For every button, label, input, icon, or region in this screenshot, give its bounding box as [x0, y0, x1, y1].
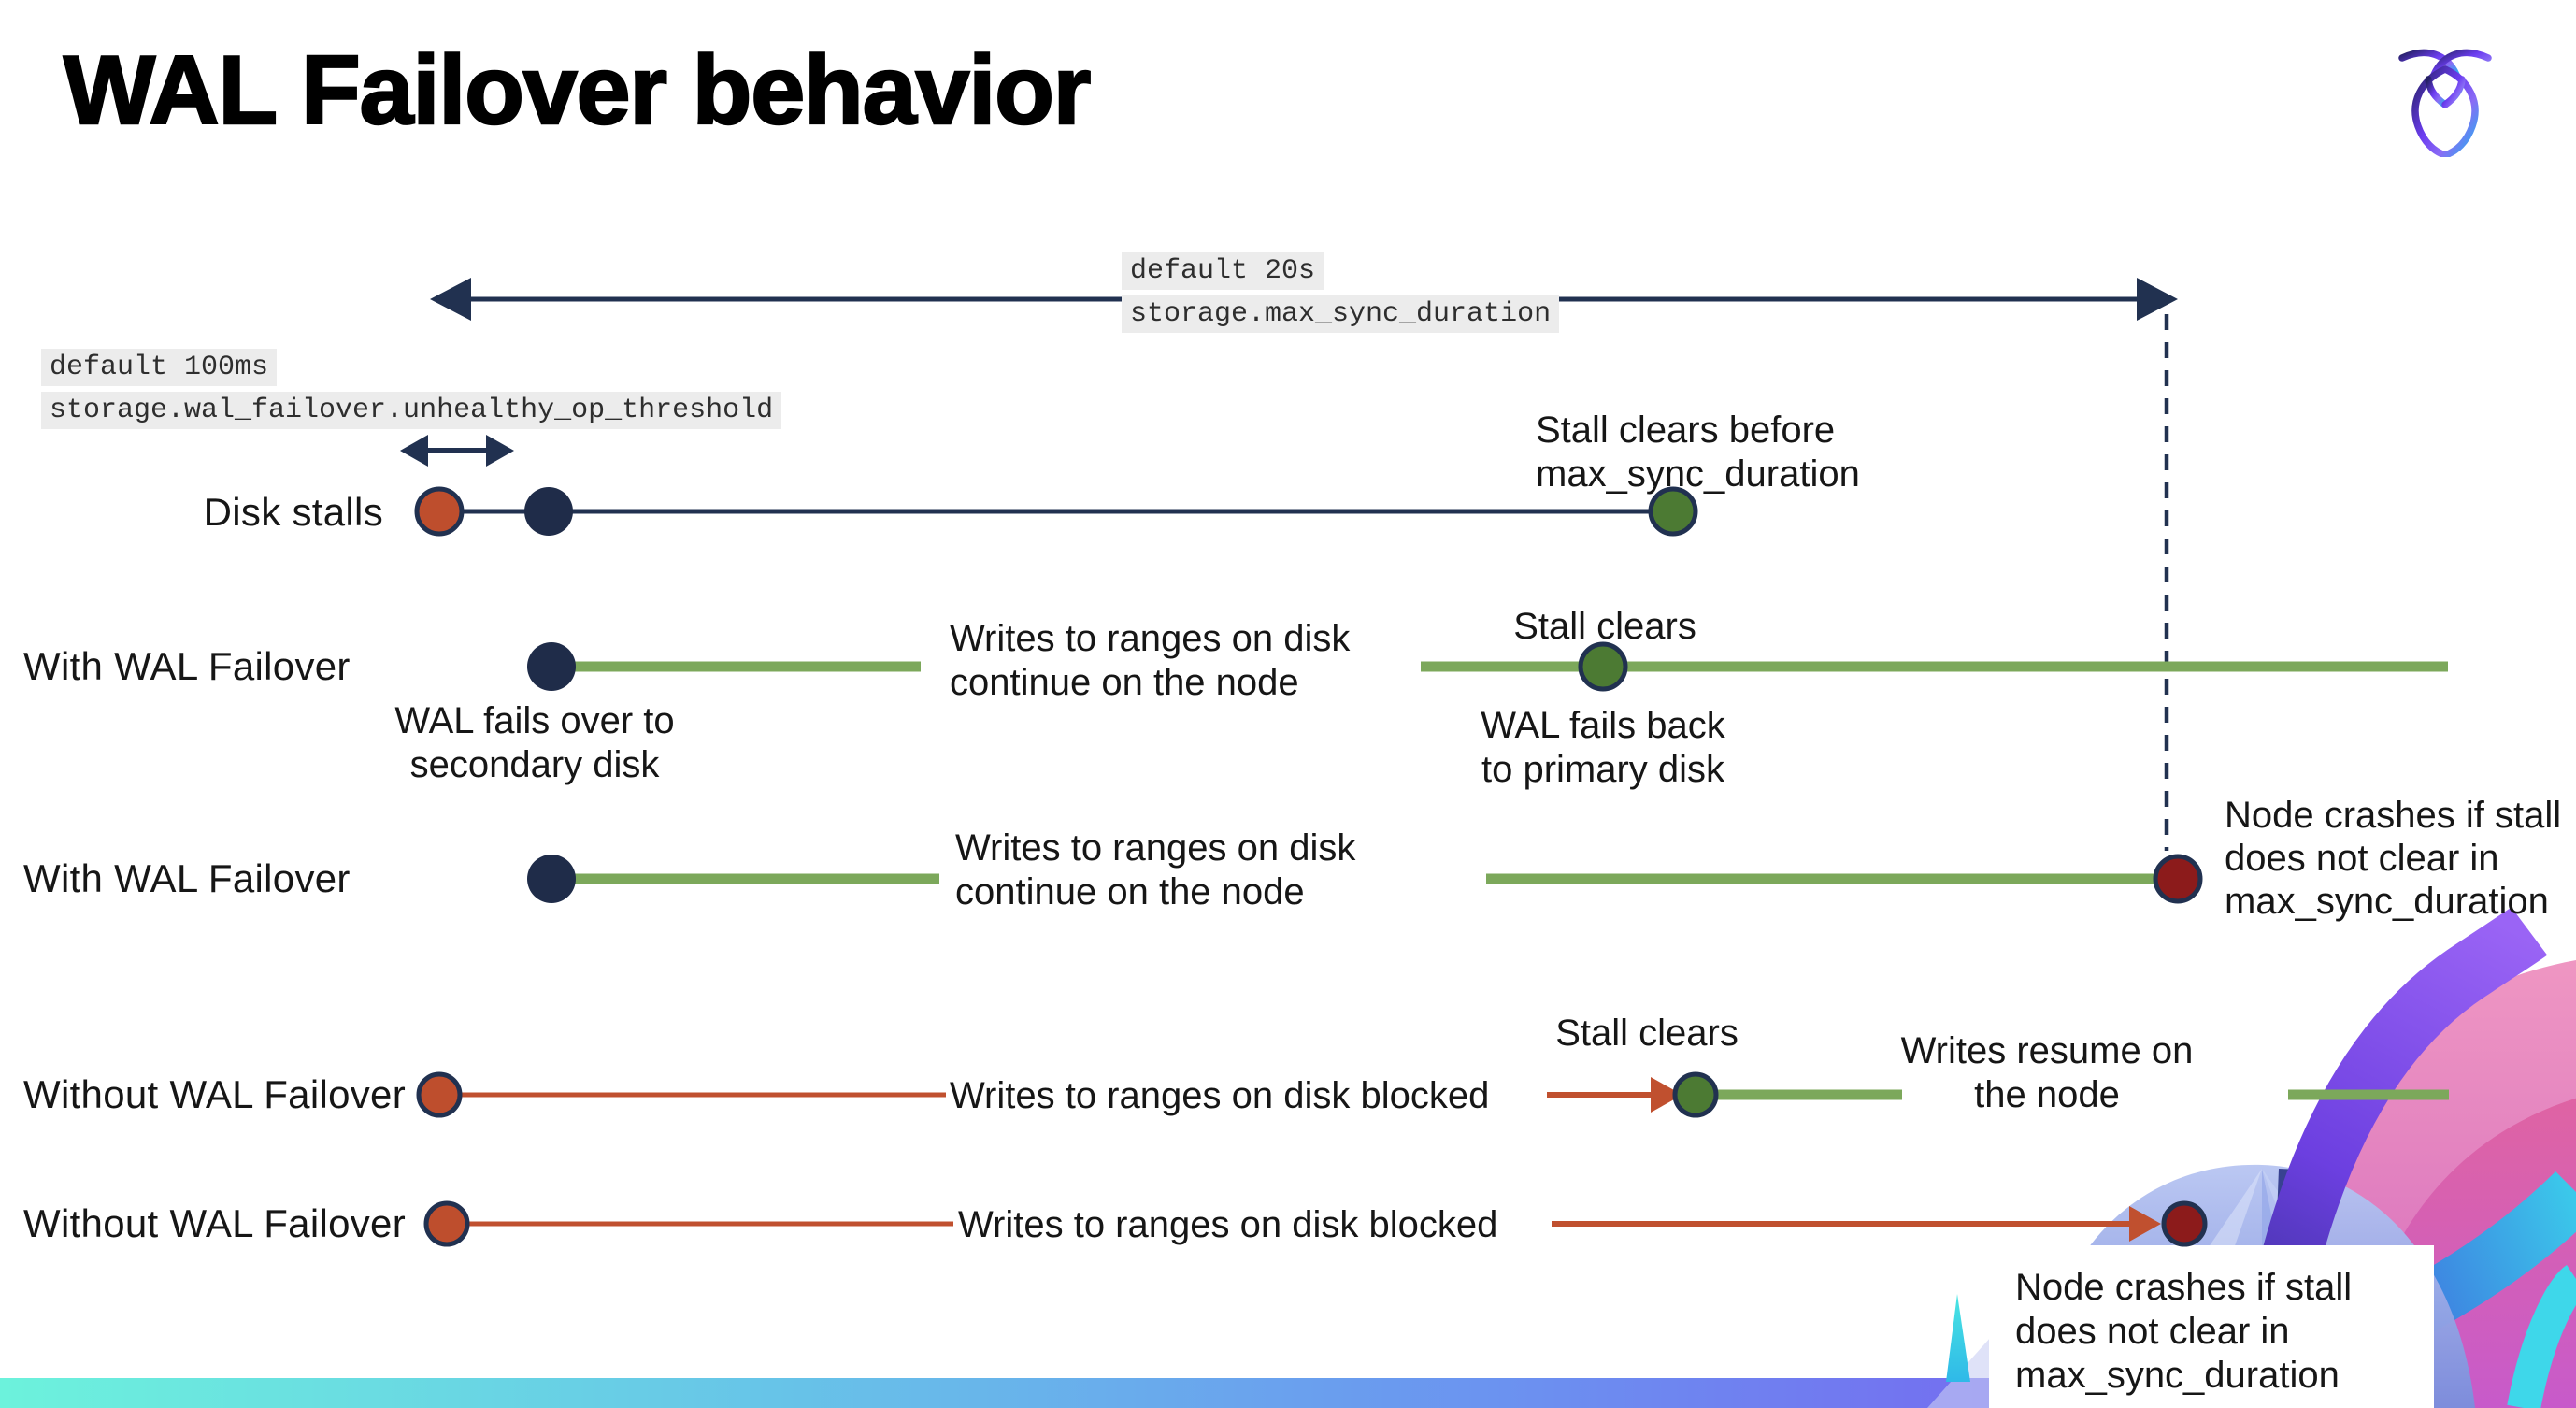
node-crash-dot [2161, 1200, 2208, 1247]
page-title: WAL Failover behavior [63, 36, 1093, 147]
max-sync-setting-name: storage.max_sync_duration [1122, 295, 1560, 333]
row-with-failover-clears-timeline [527, 641, 2448, 692]
threshold-reached-dot [524, 487, 573, 536]
writes-blocked-label-row5: Writes to ranges on disk blocked [958, 1204, 1498, 1245]
disk-stall-start-dot [414, 486, 465, 537]
row-disk-stalls-timeline [414, 486, 1698, 537]
threshold-setting-name: storage.wal_failover.unhealthy_op_thresh… [41, 392, 782, 429]
cockroach-logo-icon [2398, 49, 2492, 157]
node-crashes-label-row3: Node crashes if stall does not clear in … [2225, 795, 2562, 922]
stall-clears-label-row2: Stall clears [1513, 606, 1696, 647]
wal-fails-over-label: WAL fails over to secondary disk [394, 700, 675, 785]
node-crash-dot [2153, 854, 2203, 904]
row-label-without-wal-failover-2: Without WAL Failover [23, 1201, 406, 1245]
max-sync-default-label: default 20s [1122, 252, 1324, 290]
node-crashes-callout-box: Node crashes if stall does not clear in … [1989, 1245, 2434, 1408]
failover-dot [527, 642, 576, 691]
writes-continue-label-row3: Writes to ranges on disk continue on the… [955, 827, 1356, 912]
row-label-disk-stalls: Disk stalls [203, 490, 383, 534]
writes-resume-label: Writes resume on the node [1900, 1030, 2194, 1115]
threshold-default-label: default 100ms [41, 349, 278, 386]
disk-stall-start-dot [416, 1071, 463, 1118]
node-crashes-label-row5: Node crashes if stall does not clear in … [2015, 1267, 2353, 1396]
writes-continue-label-row2: Writes to ranges on disk continue on the… [950, 618, 1351, 703]
writes-blocked-label-row4: Writes to ranges on disk blocked [950, 1075, 1490, 1116]
stall-clears-dot [1672, 1071, 1719, 1118]
stall-clears-label-row4: Stall clears [1555, 1013, 1739, 1054]
stall-clears-dot [1648, 486, 1698, 537]
wal-fails-back-label: WAL fails back to primary disk [1481, 705, 1725, 790]
failover-dot [527, 855, 576, 903]
row-with-failover-crash-timeline [527, 854, 2203, 904]
row-label-with-wal-failover-2: With WAL Failover [23, 856, 351, 900]
fail-back-dot [1578, 641, 1628, 692]
stall-clears-before-label: Stall clears before max_sync_duration [1536, 409, 1860, 495]
row-label-with-wal-failover-1: With WAL Failover [23, 644, 351, 688]
row-without-failover-crash-timeline [423, 1200, 2208, 1247]
disk-stall-start-dot [423, 1200, 470, 1247]
row-label-without-wal-failover-1: Without WAL Failover [23, 1072, 406, 1116]
unhealthy-op-threshold-arrow [400, 435, 514, 467]
row-without-failover-clears-timeline [416, 1071, 2449, 1118]
